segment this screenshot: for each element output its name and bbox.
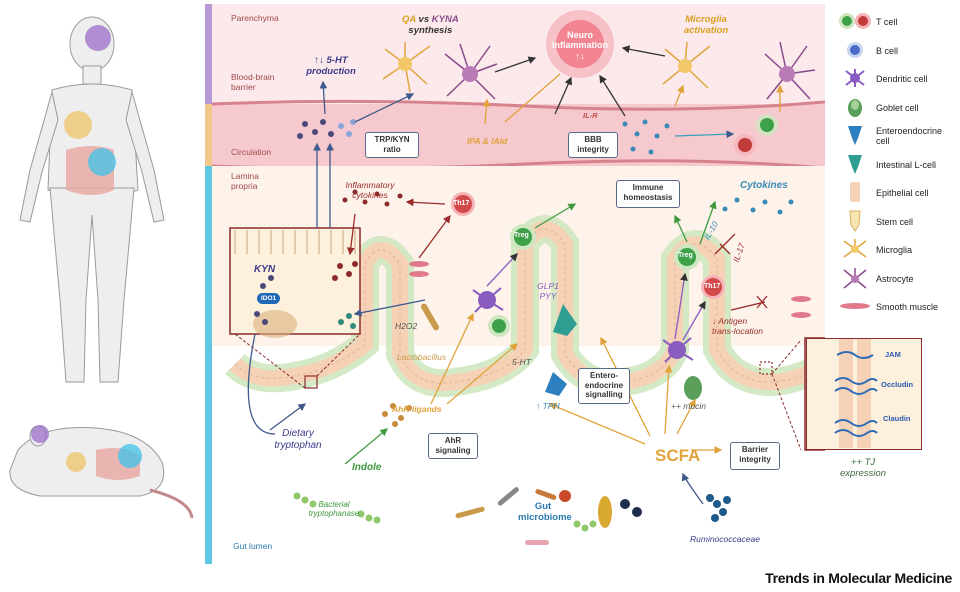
tight-junction-inset: JAM Occludin Claudin: [806, 338, 922, 450]
legend-item-label: Epithelial cell: [876, 188, 929, 199]
b-cell-icon: [838, 39, 872, 65]
legend-item: Enteroendocrine cell: [838, 124, 958, 150]
zone-label-lumen: Gut lumen: [233, 541, 273, 551]
indole-label: Indole: [352, 462, 382, 473]
kyna-text: KYNA: [431, 14, 459, 25]
neuroinflammation-label: Neuro inflammation ↑↓: [548, 30, 612, 61]
legend-item: Smooth muscle: [838, 295, 938, 321]
ahr-signaling-box: AhR signaling: [428, 433, 478, 459]
legend-item: Epithelial cell: [838, 181, 929, 207]
legend-item-label: Intestinal L-cell: [876, 159, 937, 170]
synthesis-text: synthesis: [408, 24, 453, 36]
legend-item-label: B cell: [876, 45, 899, 56]
microglia-icon: [838, 238, 872, 264]
legend-item-label: Stem cell: [876, 216, 914, 227]
bacterial-tryptophanase-label: Bacterial tryptophanase: [308, 500, 360, 519]
legend-item-label: Smooth muscle: [876, 302, 939, 313]
ido1-label: IDO1: [257, 293, 281, 305]
zone-label-circulation: Circulation: [231, 147, 272, 157]
claudin-label: Claudin: [883, 414, 911, 423]
barrier-integrity-box: Barrier integrity: [730, 442, 780, 470]
qa-kyna-label: QA vs KYNA synthesis: [402, 14, 459, 37]
occludin-label: Occludin: [881, 380, 914, 389]
ipa-iald-label: IPA & IAld: [467, 136, 508, 146]
dietary-tryptophan-label: Dietary tryptophan: [274, 428, 322, 451]
diagram-background: [205, 4, 825, 564]
legend-item-label: Astrocyte: [876, 273, 914, 284]
tj-expression-label: ++ TJ expression: [840, 457, 886, 479]
h2o2-label: H2O2: [395, 321, 418, 331]
zone-label-bbb: Blood-brain barrier: [231, 72, 275, 92]
bbb-integrity-box: BBB integrity: [568, 132, 618, 158]
legend-item: T cell: [838, 10, 897, 36]
goblet-cell-icon: [838, 96, 872, 122]
antigen-translocation-label: ↓ Antigen trans-location: [712, 316, 764, 336]
enteroendocrine-cell-icon: [838, 124, 872, 150]
legend-item: B cell: [838, 39, 898, 65]
glp1-pyy-label: GLP1 PYY: [537, 281, 559, 301]
legend-item-label: Dendritic cell: [876, 74, 928, 85]
dendritic-cell-icon: [838, 67, 872, 93]
smooth-muscle-icon: [838, 295, 872, 321]
journal-credit: Trends in Molecular Medicine: [765, 570, 952, 586]
vs-text: vs: [415, 14, 432, 25]
legend-item-label: Microglia: [876, 245, 913, 256]
enteroendocrine-signalling-box: Entero-endocrine signalling: [578, 368, 630, 404]
treg-label-right: Treg: [678, 252, 693, 259]
legend-item: Astrocyte: [838, 267, 914, 293]
cytokines-label: Cytokines: [740, 180, 788, 191]
ahr-ligands-label: AhR ligands: [392, 404, 442, 414]
mucin-label: ++ mucin: [671, 401, 706, 411]
il-r-label: IL-R: [583, 111, 598, 120]
inflammatory-cytokines-label: Inflammatory cytokines: [345, 180, 395, 200]
legend-item: Dendritic cell: [838, 67, 928, 93]
immune-homeostasis-box: Immune homeostasis: [616, 180, 680, 208]
astrocyte-icon: [838, 267, 872, 293]
legend-item: Stem cell: [838, 210, 913, 236]
l-cell-icon: [838, 153, 872, 179]
kyn-label: KYN: [254, 264, 276, 275]
5ht-label: 5-HT: [512, 357, 531, 367]
jam-label: JAM: [885, 350, 901, 359]
th17-label-left: Th17: [453, 200, 470, 207]
ruminococcaceae-label: Ruminococcaceae: [690, 534, 760, 544]
t-cell-icon: [838, 10, 872, 36]
lactobacillus-label: Lactobacillus: [397, 352, 447, 362]
th17-label-right: Th17: [704, 283, 721, 290]
trp-kyn-ratio-box: TRP/KYN ratio: [365, 132, 419, 158]
legend-item-label: Enteroendocrine cell: [876, 126, 943, 146]
neuroinflammation-arrows: ↑↓: [575, 50, 585, 61]
legend-item-label: T cell: [876, 17, 898, 28]
ht-production-label: ↑↓ 5-HT production: [306, 55, 356, 77]
zone-label-lamina: Lamina propria: [231, 171, 259, 191]
microglia-activation-label: Microglia activation: [683, 14, 729, 36]
neuroinflammation-text: Neuro inflammation: [551, 30, 608, 51]
scfa-label: SCFA: [655, 446, 701, 465]
mouse-illustration: [9, 425, 194, 519]
tph-label: ↑ TPH: [536, 401, 560, 411]
gut-microbiome-label: Gut microbiome: [518, 501, 572, 523]
treg-label-left: Treg: [514, 232, 529, 239]
legend-item: Intestinal L-cell: [838, 153, 936, 179]
epithelial-cell-icon: [838, 181, 872, 207]
legend-item-label: Goblet cell: [876, 102, 919, 113]
tight-junction-illustration: [834, 339, 878, 448]
qa-text: QA: [402, 14, 416, 25]
legend-item: Goblet cell: [838, 96, 919, 122]
human-body-illustration: [19, 16, 165, 383]
legend-item: Microglia: [838, 238, 912, 264]
stem-cell-icon: [838, 210, 872, 236]
zone-label-parenchyma: Parenchyma: [231, 13, 279, 23]
